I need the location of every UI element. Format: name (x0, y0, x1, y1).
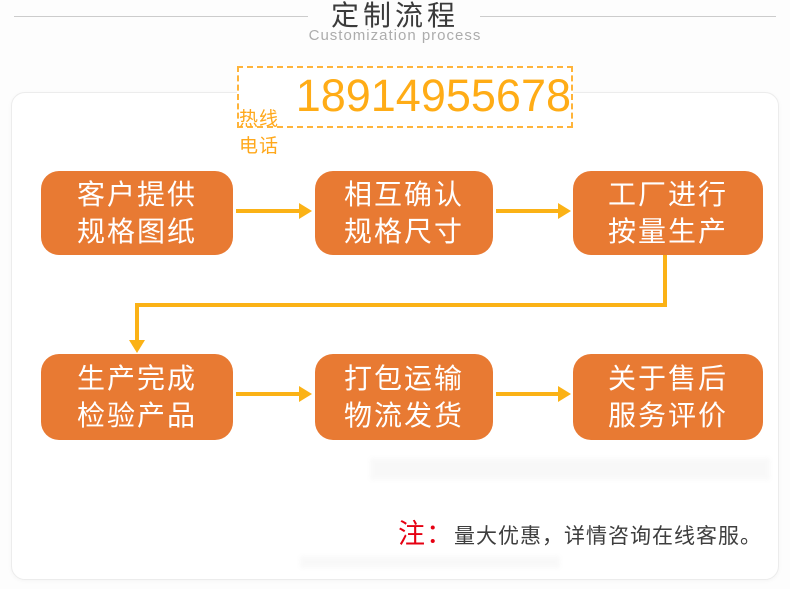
step-label-line: 检验产品 (76, 400, 197, 431)
section-title: 定制流程 (330, 1, 459, 32)
step-label-line: 物流发货 (343, 400, 464, 431)
arrow-step1-step2-line (236, 209, 300, 213)
step-label-line: 客户提供 (76, 179, 197, 210)
flow-step-customer-specs: 客户提供 规格图纸 (41, 171, 233, 255)
step-label-line: 服务评价 (607, 400, 728, 431)
note-text: 量大优惠，详情咨询在线客服。 (454, 525, 762, 548)
step-label-line: 按量生产 (607, 216, 728, 247)
step-label-line: 生产完成 (76, 363, 197, 394)
step-label-line: 打包运输 (343, 363, 464, 394)
arrow-step3-step4-vertical2 (135, 303, 139, 341)
step-label-line: 规格尺寸 (343, 216, 464, 247)
watermark-artifact (370, 458, 770, 480)
flow-step-aftersales-review: 关于售后 服务评价 (573, 354, 763, 440)
step-label-line: 关于售后 (607, 363, 728, 394)
step-label-line: 规格图纸 (76, 216, 197, 247)
arrow-step4-step5-head-icon (299, 386, 312, 402)
arrow-step5-step6-head-icon (558, 386, 571, 402)
bulk-discount-note: 注： 量大优惠，详情咨询在线客服。 (398, 512, 762, 551)
arrow-step2-step3-head-icon (558, 203, 571, 219)
header-divider-right (480, 16, 776, 17)
watermark-artifact (300, 556, 560, 568)
step-label-line: 工厂进行 (607, 179, 728, 210)
hotline-banner: 热线电话 18914955678 (237, 66, 573, 157)
flow-step-factory-production: 工厂进行 按量生产 (573, 171, 763, 255)
arrow-step5-step6-line (496, 392, 559, 396)
arrow-step3-step4-head-icon (129, 340, 145, 353)
arrow-step3-step4-horizontal (135, 303, 667, 307)
arrow-step3-step4-vertical1 (663, 253, 667, 307)
flow-step-confirm-dimensions: 相互确认 规格尺寸 (315, 171, 493, 255)
hotline-phone-number: 18914955678 (295, 70, 571, 121)
arrow-step4-step5-line (236, 392, 300, 396)
flow-step-inspection: 生产完成 检验产品 (41, 354, 233, 440)
hotline-label: 热线电话 (239, 109, 280, 157)
flowchart-panel (11, 92, 779, 580)
flow-step-packing-shipping: 打包运输 物流发货 (315, 354, 493, 440)
header-divider-left (14, 16, 308, 17)
arrow-step2-step3-line (496, 209, 559, 213)
section-subtitle: Customization process (308, 27, 482, 44)
arrow-step1-step2-head-icon (299, 203, 312, 219)
step-label-line: 相互确认 (343, 179, 464, 210)
note-prefix: 注： (398, 519, 454, 549)
